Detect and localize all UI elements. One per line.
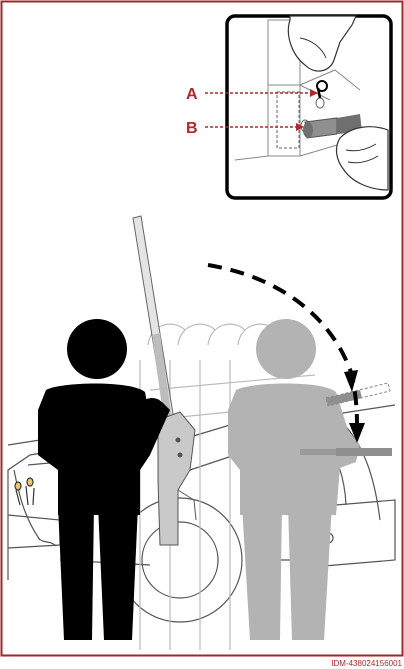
- detail-inset: [227, 16, 391, 198]
- operator-dark-figure: [38, 319, 170, 640]
- engine-parts: [15, 478, 34, 505]
- callout-b-label: B: [186, 120, 198, 137]
- carrier-bracket: [158, 412, 196, 545]
- image-id-label: IDM-438024156001: [331, 659, 402, 668]
- operator-ghost-figure: [228, 319, 360, 640]
- callout-a-label: A: [186, 86, 198, 103]
